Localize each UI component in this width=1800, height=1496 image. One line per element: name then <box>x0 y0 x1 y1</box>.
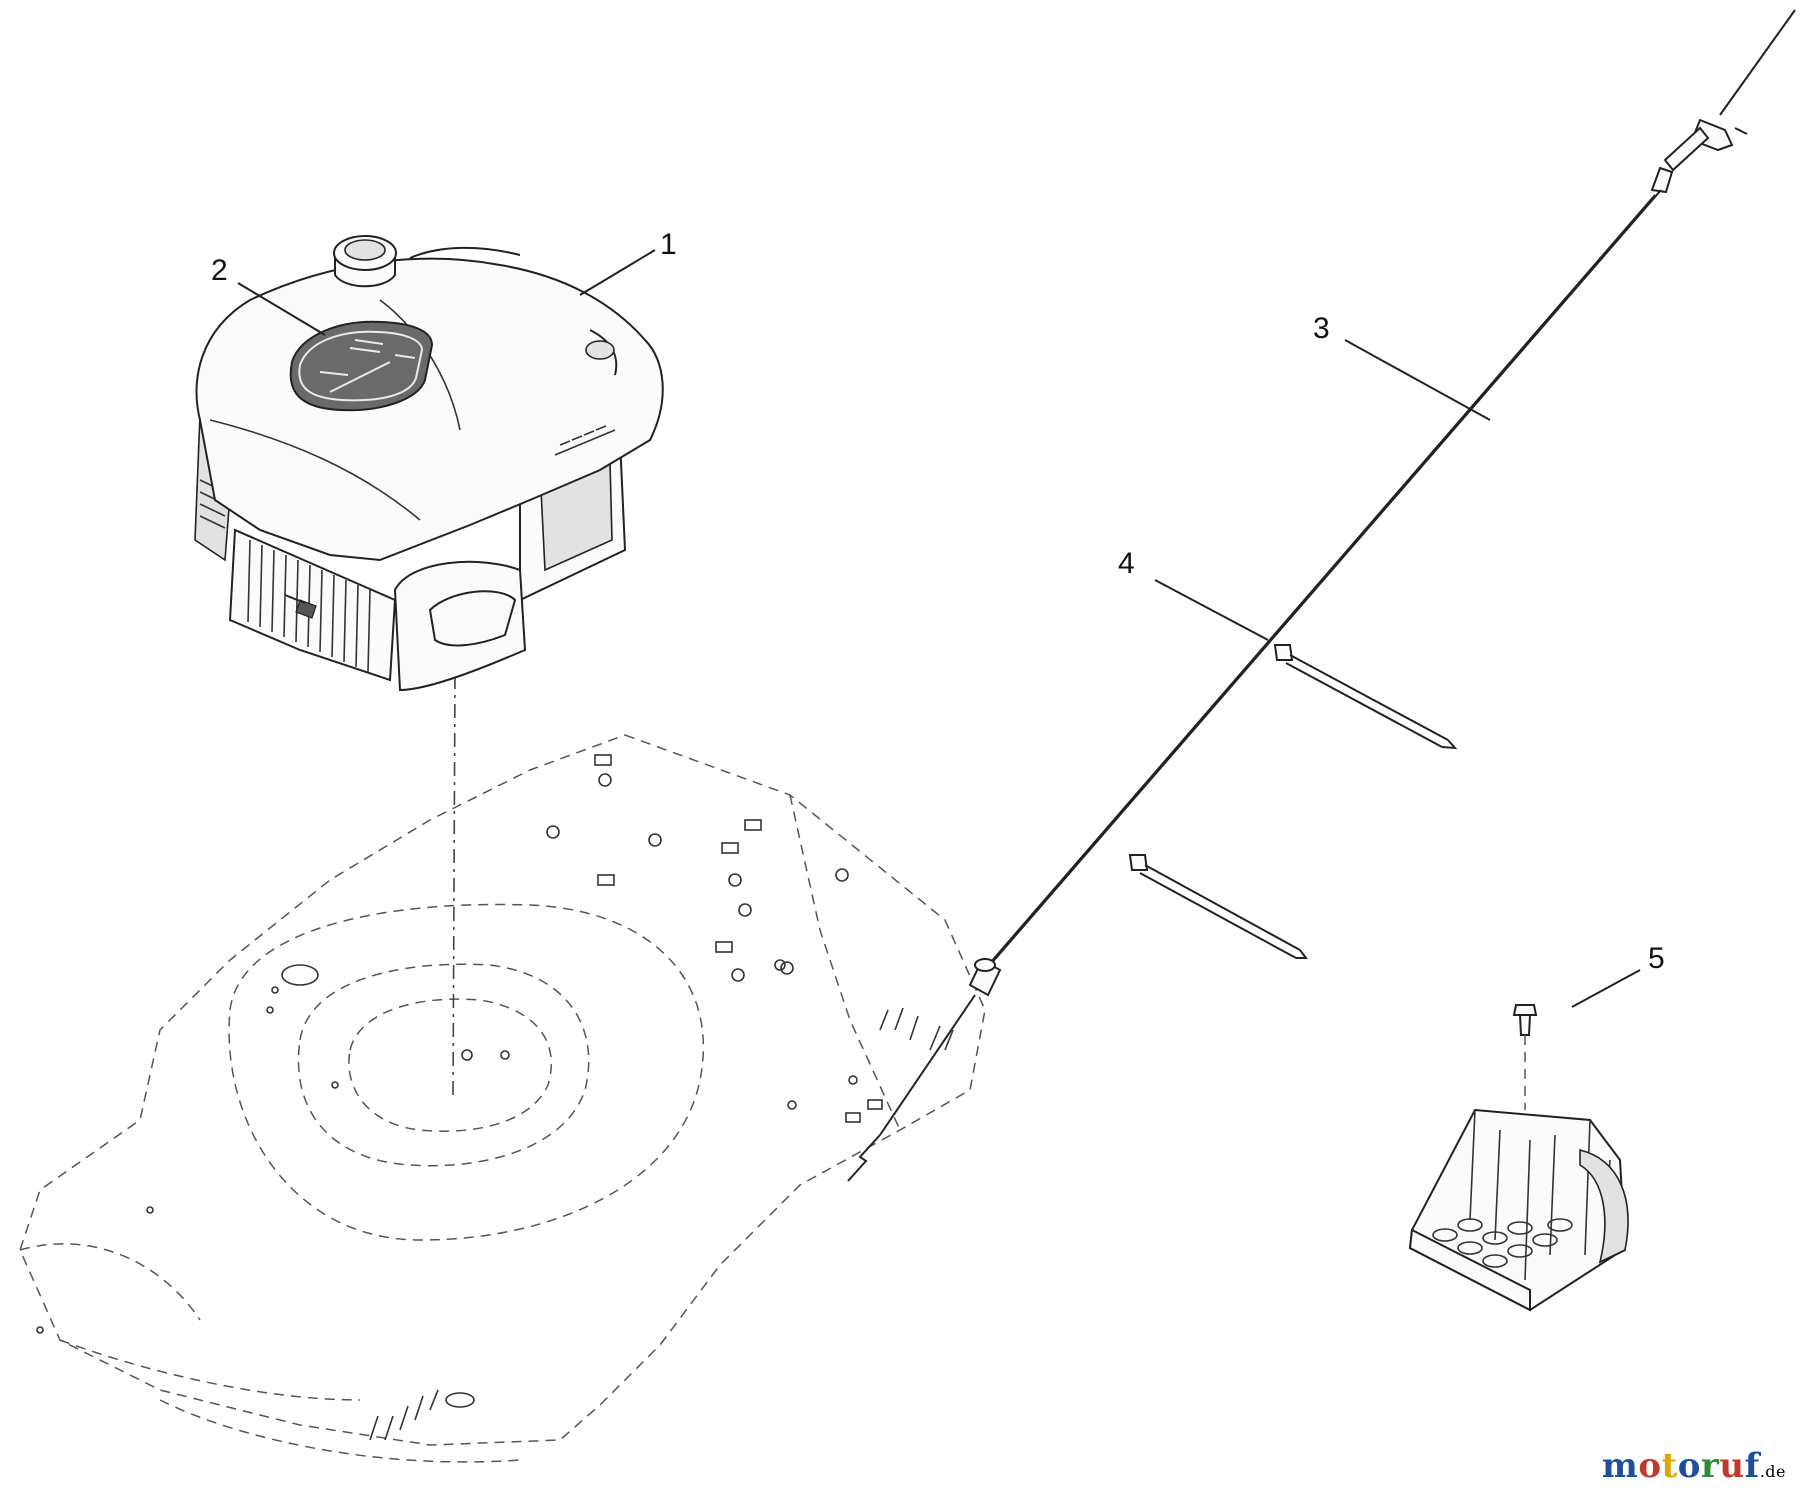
engine-mount-line <box>452 674 456 1096</box>
watermark-suffix: .de <box>1759 1462 1786 1481</box>
callout-5: 5 <box>1648 942 1665 975</box>
screw <box>1512 1004 1538 1036</box>
decal <box>289 320 434 412</box>
throttle-cable <box>847 9 1796 1182</box>
watermark-text: motoruf <box>1602 1446 1760 1486</box>
leader-lines <box>237 249 1641 1008</box>
mower-deck <box>19 734 986 1463</box>
cable-tie <box>1128 644 1458 959</box>
callout-3: 3 <box>1313 312 1330 345</box>
callout-4: 4 <box>1118 547 1135 580</box>
engine <box>194 235 664 692</box>
watermark-letter: t <box>1661 1446 1678 1486</box>
watermark-letter: u <box>1719 1446 1745 1486</box>
callout-1: 1 <box>660 228 677 261</box>
watermark-letter: f <box>1744 1446 1760 1486</box>
watermark-logo: motoruf.de <box>1602 1446 1786 1486</box>
watermark-letter: o <box>1638 1446 1662 1486</box>
rear-bracket <box>1408 1108 1629 1312</box>
watermark-letter: o <box>1677 1446 1701 1486</box>
watermark-letter: m <box>1601 1446 1639 1486</box>
callout-2: 2 <box>211 254 228 287</box>
watermark-letter: r <box>1700 1446 1720 1486</box>
